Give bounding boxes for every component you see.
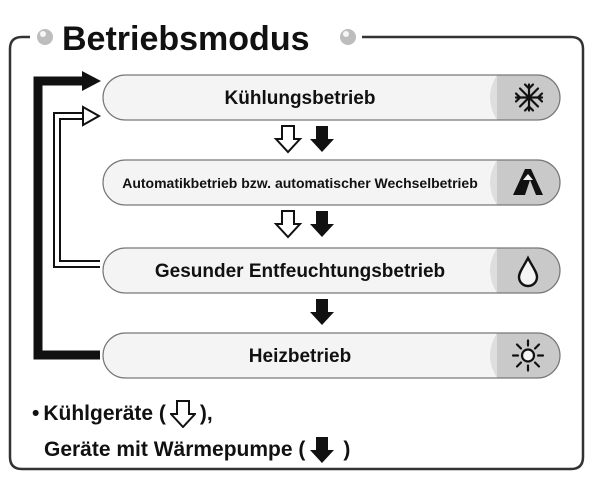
mode-label: Kühlungsbetrieb xyxy=(225,88,376,109)
hollow-arrow-down-icon xyxy=(273,125,303,154)
water-drop-icon xyxy=(517,255,539,288)
mode-automatic: Automatikbetrieb bzw. automatischer Wech… xyxy=(102,159,561,206)
diagram-title: Betriebsmodus xyxy=(62,20,310,58)
mode-label: Heizbetrieb xyxy=(249,346,351,367)
legend-cooling-suffix: ), xyxy=(199,402,213,425)
solid-arrow-down-icon xyxy=(310,211,334,237)
solid-arrow-down-icon xyxy=(310,437,335,463)
mode-dehumidification: Gesunder Entfeuchtungsbetrieb xyxy=(102,247,561,294)
snowflake-icon xyxy=(514,83,544,112)
legend-cooling-units: • Kühlgeräte ( ), xyxy=(32,400,213,428)
hollow-arrow-down-icon xyxy=(169,400,196,428)
auto-mode-icon xyxy=(513,169,543,195)
outer-frame xyxy=(8,35,585,471)
legend-cooling-prefix: Kühlgeräte ( xyxy=(43,402,166,425)
sun-icon xyxy=(511,339,545,372)
mode-cooling: Kühlungsbetrieb xyxy=(102,74,561,121)
legend-heatpump-suffix: ) xyxy=(343,438,351,461)
heatpump-loop-connector xyxy=(33,71,101,360)
cooling-loop-connector xyxy=(53,105,102,268)
title-left-orb xyxy=(37,29,53,45)
mode-label: Automatikbetrieb bzw. automatischer Wech… xyxy=(122,175,478,191)
legend-heatpump-units: Geräte mit Wärmepumpe ( ) xyxy=(44,436,350,464)
legend-heatpump-prefix: Geräte mit Wärmepumpe ( xyxy=(44,438,306,461)
mode-label: Gesunder Entfeuchtungsbetrieb xyxy=(155,261,445,282)
solid-arrow-down-icon xyxy=(310,299,334,325)
solid-arrow-down-icon xyxy=(310,126,334,152)
title-right-orb xyxy=(340,29,356,45)
mode-heating: Heizbetrieb xyxy=(102,332,561,379)
legend-bullet: • xyxy=(32,402,40,425)
hollow-arrow-down-icon xyxy=(273,210,303,239)
